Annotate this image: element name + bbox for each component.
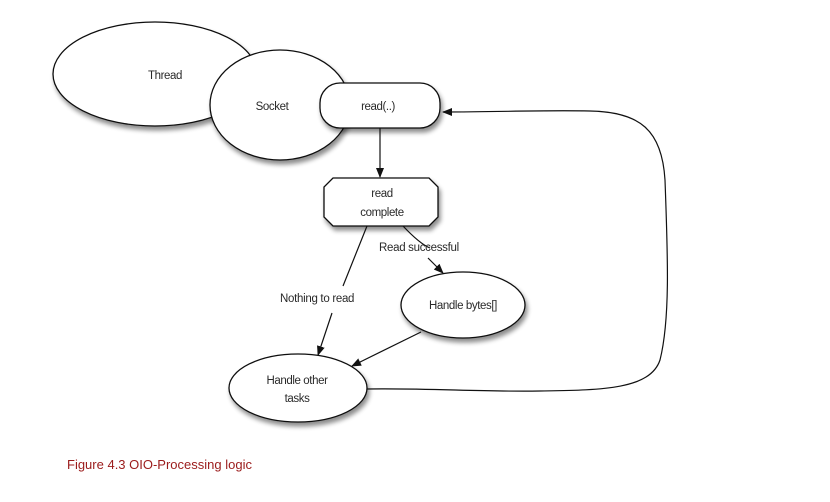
- handle-bytes-label: Handle bytes[]: [429, 300, 497, 312]
- edge-read-complete-to-handle-bytes: [402, 225, 443, 273]
- socket-label: Socket: [256, 101, 290, 113]
- node-read-call: read(..): [319, 82, 441, 129]
- thread-label: Thread: [148, 70, 182, 82]
- read-complete-label-line-1: read: [371, 188, 392, 200]
- edge-label-nothing-to-read: Nothing to read: [280, 293, 354, 305]
- handle-other-label-line-2: tasks: [285, 393, 310, 405]
- node-handle-bytes: Handle bytes[]: [400, 271, 526, 339]
- read-complete-label-line-2: complete: [360, 207, 403, 219]
- handle-bytes-ellipse: [400, 271, 526, 339]
- read-call-label: read(..): [361, 101, 395, 113]
- handle-other-ellipse: [228, 353, 368, 423]
- edge-label-read-successful: Read successful: [379, 242, 459, 254]
- node-socket: Socket: [209, 49, 351, 161]
- handle-other-label-line-1: Handle other: [266, 375, 328, 387]
- node-handle-other: Handle other tasks: [228, 353, 368, 423]
- edge-handle-bytes-to-handle-other: [351, 331, 422, 367]
- read-complete-box: [323, 177, 439, 227]
- figure-caption: Figure 4.3 OIO-Processing logic: [67, 457, 252, 472]
- edge-handle-other-to-read-call: [366, 107, 669, 392]
- node-read-complete: read complete: [323, 177, 439, 227]
- edge-read-complete-to-handle-other: [318, 225, 368, 355]
